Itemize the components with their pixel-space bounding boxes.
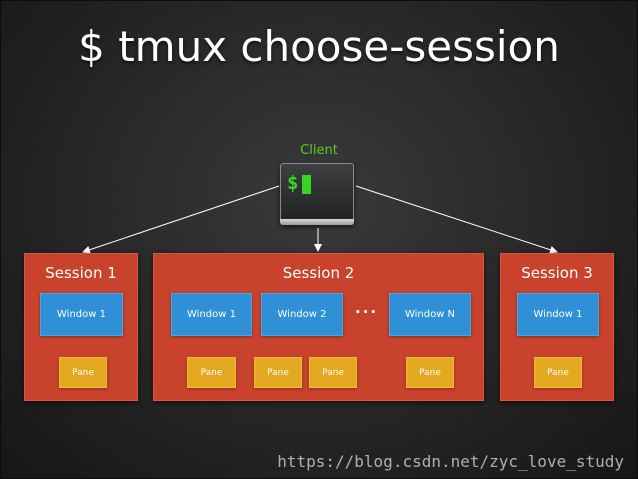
session-1-box: Session 1 Window 1 Pane xyxy=(24,253,138,401)
session-2-window-ellipsis: ··· xyxy=(355,303,379,321)
terminal-cursor xyxy=(302,175,311,194)
watermark-url: https://blog.csdn.net/zyc_love_study xyxy=(277,452,624,471)
session-2-window-2: Window 2 xyxy=(261,293,343,336)
session-1-pane-1: Pane xyxy=(59,357,107,388)
session-3-window-1: Window 1 xyxy=(517,293,599,336)
session-3-pane-1: Pane xyxy=(534,357,582,388)
slide-title: $ tmux choose-session xyxy=(78,22,560,71)
client-to-session-1-arrow xyxy=(82,185,280,254)
session-3-label: Session 3 xyxy=(521,264,593,282)
session-2-window-n: Window N xyxy=(389,293,471,336)
session-1-label: Session 1 xyxy=(45,264,117,282)
terminal-prompt: $ xyxy=(287,172,299,194)
session-2-label: Session 2 xyxy=(282,264,355,282)
session-2-window-1: Window 1 xyxy=(171,293,252,336)
client-label: Client xyxy=(300,143,338,158)
session-2-pane-1: Pane xyxy=(187,357,236,388)
session-3-box: Session 3 Window 1 Pane xyxy=(500,253,614,401)
terminal-stand xyxy=(280,219,354,225)
session-2-pane-4: Pane xyxy=(406,357,454,388)
session-1-window-1: Window 1 xyxy=(40,293,123,336)
terminal-icon: $ xyxy=(280,163,354,225)
session-2-pane-2: Pane xyxy=(254,357,302,388)
session-2-box: Session 2 Window 1 Window 2 ··· Window N… xyxy=(153,253,484,401)
client-to-session-3-arrow xyxy=(355,185,558,254)
session-2-pane-3: Pane xyxy=(309,357,357,388)
